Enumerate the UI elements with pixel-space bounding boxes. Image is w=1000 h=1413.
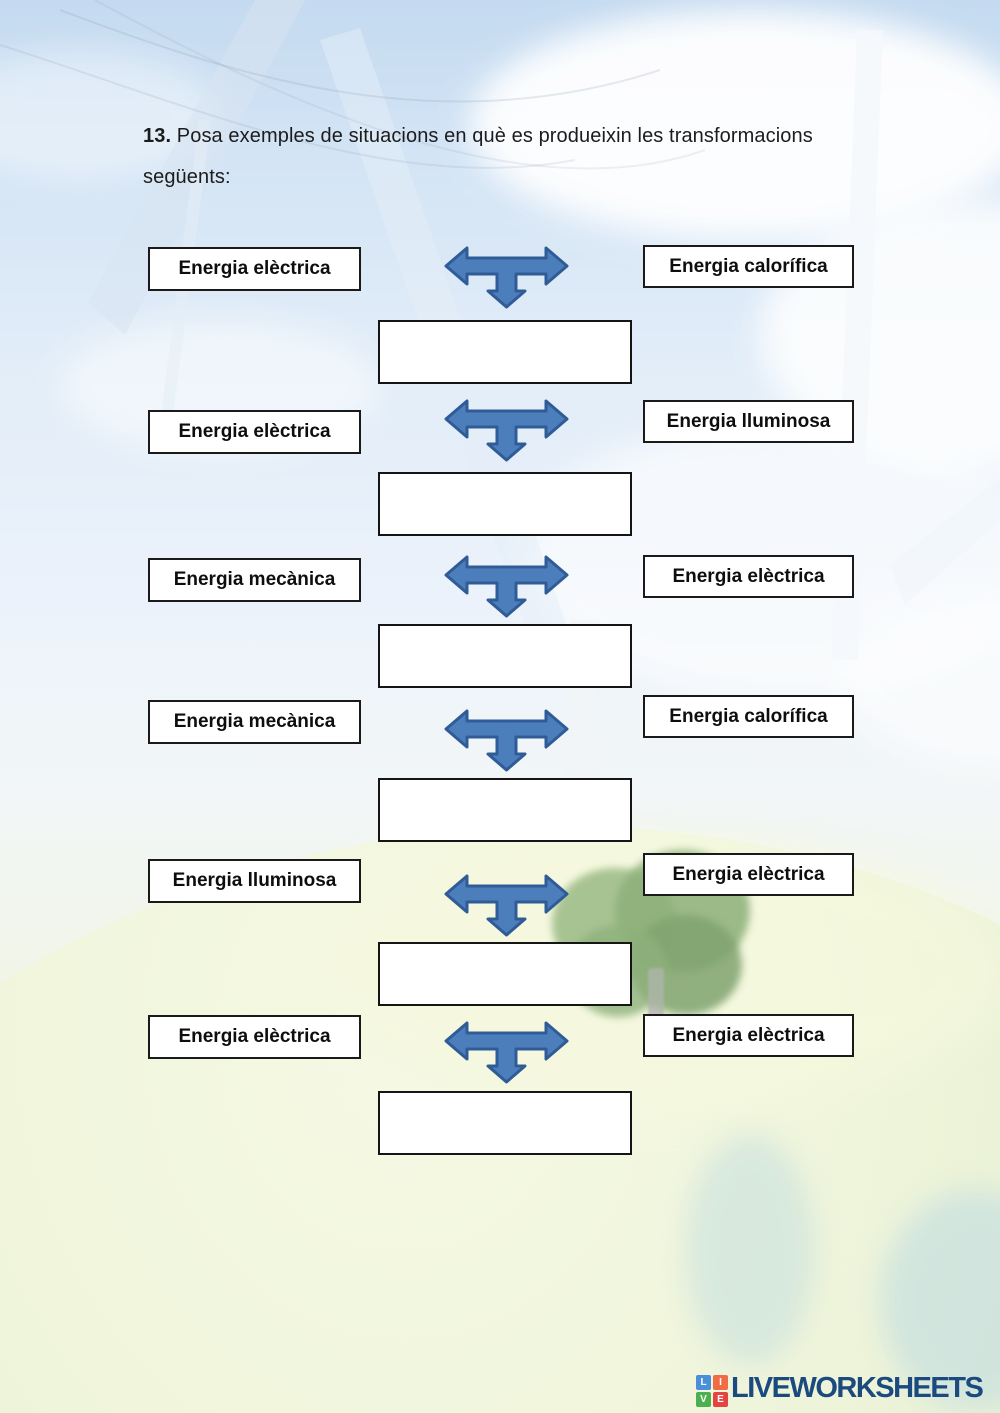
three-way-arrow-icon xyxy=(444,1021,569,1084)
answer-input[interactable] xyxy=(378,942,632,1006)
answer-input[interactable] xyxy=(378,624,632,688)
three-way-arrow-icon xyxy=(444,399,569,462)
energy-target-label: Energia lluminosa xyxy=(643,400,854,443)
answer-input[interactable] xyxy=(378,472,632,536)
energy-target-label: Energia elèctrica xyxy=(643,853,854,896)
logo-tile-v: V xyxy=(696,1392,711,1407)
three-way-arrow-icon xyxy=(444,874,569,937)
lake-patch xyxy=(685,1135,815,1365)
energy-source-label: Energia elèctrica xyxy=(148,247,361,291)
three-way-arrow-icon xyxy=(444,709,569,772)
answer-input[interactable] xyxy=(378,778,632,842)
question-number: 13. xyxy=(143,125,172,147)
energy-source-label: Energia mecànica xyxy=(148,700,361,744)
tree-trunk xyxy=(648,968,664,1026)
three-way-arrow-icon xyxy=(444,555,569,618)
energy-source-label: Energia lluminosa xyxy=(148,859,361,903)
three-way-arrow-icon xyxy=(444,246,569,309)
question-title: 13. Posa exemples de situacions en què e… xyxy=(143,116,868,198)
question-text: Posa exemples de situacions en què es pr… xyxy=(143,125,813,188)
answer-input[interactable] xyxy=(378,1091,632,1155)
liveworksheets-logo[interactable]: L I V E LIVEWORKSHEETS xyxy=(696,1372,984,1407)
energy-target-label: Energia elèctrica xyxy=(643,1014,854,1057)
energy-source-label: Energia mecànica xyxy=(148,558,361,602)
energy-target-label: Energia calorífica xyxy=(643,695,854,738)
energy-source-label: Energia elèctrica xyxy=(148,410,361,454)
answer-input[interactable] xyxy=(378,320,632,384)
liveworksheets-logo-icon: L I V E xyxy=(696,1375,728,1407)
logo-tile-i: I xyxy=(713,1375,728,1390)
energy-target-label: Energia elèctrica xyxy=(643,555,854,598)
energy-source-label: Energia elèctrica xyxy=(148,1015,361,1059)
liveworksheets-logo-text: LIVEWORKSHEETS xyxy=(731,1372,984,1404)
logo-tile-l: L xyxy=(696,1375,711,1390)
cloud-shape xyxy=(470,10,1000,240)
logo-tile-e: E xyxy=(713,1392,728,1407)
energy-target-label: Energia calorífica xyxy=(643,245,854,288)
